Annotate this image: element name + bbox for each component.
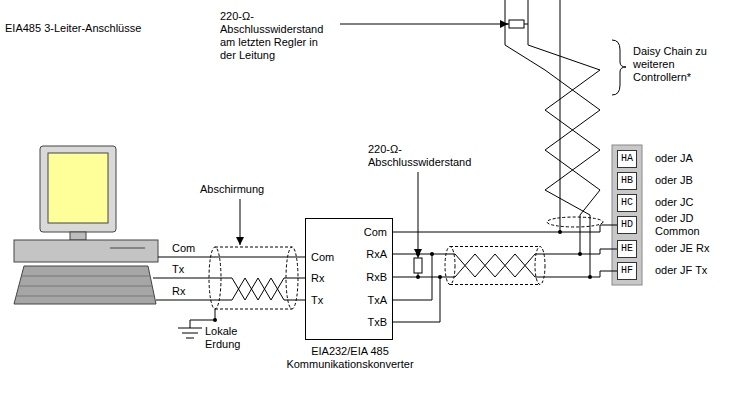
port-label: Rx — [311, 272, 324, 285]
terminal-box: HE — [617, 240, 637, 258]
port-label: RxB — [366, 271, 387, 284]
twisted-pair-wire — [393, 254, 617, 277]
drive-slot — [110, 248, 145, 249]
resistor-symbol — [509, 20, 524, 28]
shield — [215, 309, 292, 310]
wire-label: Com — [172, 242, 195, 255]
callout-label: Abschirmung — [200, 183, 264, 196]
shield — [215, 247, 292, 248]
terminal-box: HA — [617, 150, 637, 168]
computer-base — [14, 240, 158, 262]
diagram-title: EIA485 3-Leiter-Anschlüsse — [5, 22, 141, 35]
daisy-chain-label: Daisy Chain zu weiteren Controllern* — [633, 45, 718, 84]
terminal-box: HD — [617, 216, 637, 234]
terminal-label: oder JD Common — [655, 212, 727, 238]
port-label: Tx — [311, 294, 323, 307]
key-row — [22, 276, 150, 277]
monitor-neck — [70, 232, 86, 240]
terminal-id: HF — [621, 265, 633, 277]
converter-box: EIA232/EIA 485 KommunikationskonverterCo… — [305, 218, 393, 340]
shield — [450, 284, 540, 285]
terminal-label: oder JF Tx — [655, 264, 727, 277]
terminal-label: oder JC — [655, 196, 727, 209]
monitor-screen — [48, 153, 108, 223]
terminal-box: HF — [617, 262, 637, 280]
junction-dot — [213, 318, 217, 322]
terminal-id: HD — [621, 219, 633, 231]
daisy-wire — [505, 0, 600, 254]
wire-label: Tx — [172, 263, 184, 276]
shield — [445, 247, 455, 285]
com-wire — [158, 257, 305, 258]
common-wire — [393, 225, 617, 232]
leader-arrow — [418, 172, 419, 257]
wire-label: Rx — [172, 285, 185, 298]
ground-label: Lokale Erdung — [205, 325, 255, 351]
leader-arrow — [240, 199, 241, 245]
terminal-id: HA — [621, 153, 633, 165]
ground-symbol — [182, 333, 198, 334]
terminal-label: oder JE Rx — [655, 242, 727, 255]
terminal-box: HC — [617, 194, 637, 212]
brace — [612, 40, 626, 95]
shield — [286, 247, 298, 309]
converter-caption: EIA232/EIA 485 Kommunikationskonverter — [280, 345, 420, 371]
txb-wire — [393, 277, 440, 322]
shield — [450, 246, 540, 247]
tx-wire — [153, 278, 305, 300]
terminal-id: HB — [621, 175, 633, 187]
key-row — [17, 296, 154, 297]
terminal-box: HB — [617, 172, 637, 190]
port-label: TxA — [367, 294, 387, 307]
port-label: Com — [311, 251, 334, 264]
shield — [547, 217, 603, 227]
callout-label: 220-Ω-Abschlusswiderstand — [368, 143, 480, 169]
resistor-symbol — [414, 258, 422, 273]
key-row — [19, 286, 152, 287]
shield — [209, 247, 221, 309]
leader-arrow — [340, 24, 508, 25]
terminal-strip — [612, 145, 642, 285]
keyboard — [14, 266, 156, 304]
twisted-pair-wire — [393, 249, 617, 277]
resistor-lead — [524, 24, 528, 25]
port-label: RxA — [366, 248, 387, 261]
terminal-label: oder JA — [655, 152, 727, 165]
terminal-id: HC — [621, 197, 633, 209]
rx-wire — [156, 278, 305, 300]
terminal-id: HE — [621, 243, 633, 255]
terminal-label: oder JB — [655, 174, 727, 187]
monitor-frame — [40, 146, 116, 232]
port-label: Com — [364, 226, 387, 239]
shield — [535, 247, 545, 285]
daisy-wire — [528, 0, 600, 277]
daisy-com-wire — [560, 0, 561, 232]
ground-symbol — [186, 338, 194, 339]
callout-label: 220-Ω-Abschlusswiderstand am letzten Reg… — [220, 10, 335, 62]
ground-symbol — [178, 328, 202, 329]
port-label: TxB — [367, 316, 387, 329]
